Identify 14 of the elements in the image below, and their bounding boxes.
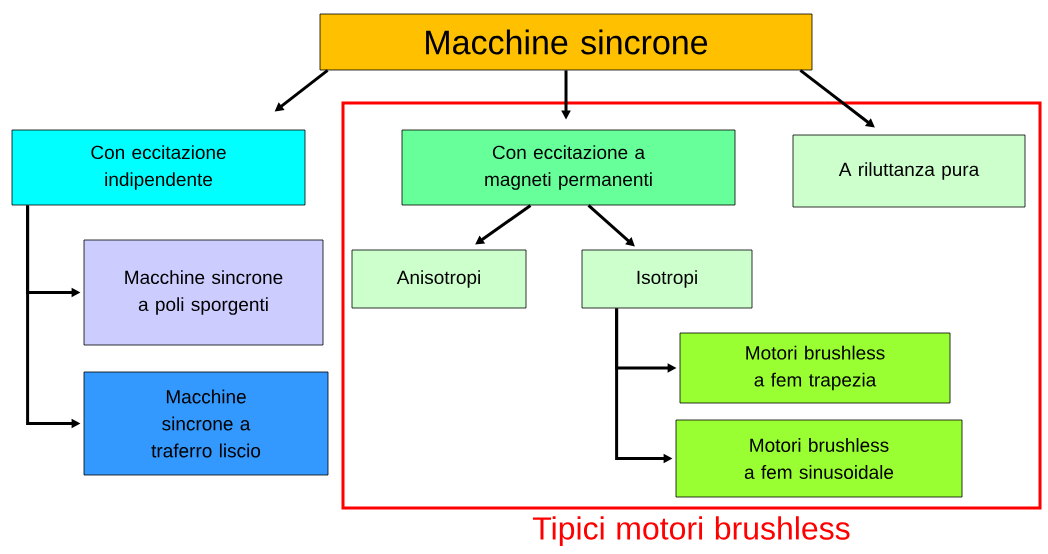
category-box: Con eccitazione a magneti permanenti xyxy=(401,129,736,206)
title-box: Macchine sincrone xyxy=(319,13,813,71)
motor-box: Motori brushless a fem trapezia xyxy=(679,332,951,404)
node-label: Tipici motori brushless xyxy=(532,516,850,547)
type-box: Macchine sincrone a traferro liscio xyxy=(83,371,329,476)
arrow xyxy=(799,69,875,128)
category-box: Con eccitazione indipendente xyxy=(11,129,306,206)
motor-box: Motori brushless a fem sinusoidale xyxy=(675,419,963,498)
arrow xyxy=(475,204,532,245)
type-box: Anisotropi xyxy=(351,249,527,309)
type-box: Macchine sincrone a poli sporgenti xyxy=(83,239,324,346)
arrow xyxy=(587,204,635,247)
category-box: A riluttanza pura xyxy=(792,134,1026,208)
type-box: Isotropi xyxy=(581,249,753,309)
